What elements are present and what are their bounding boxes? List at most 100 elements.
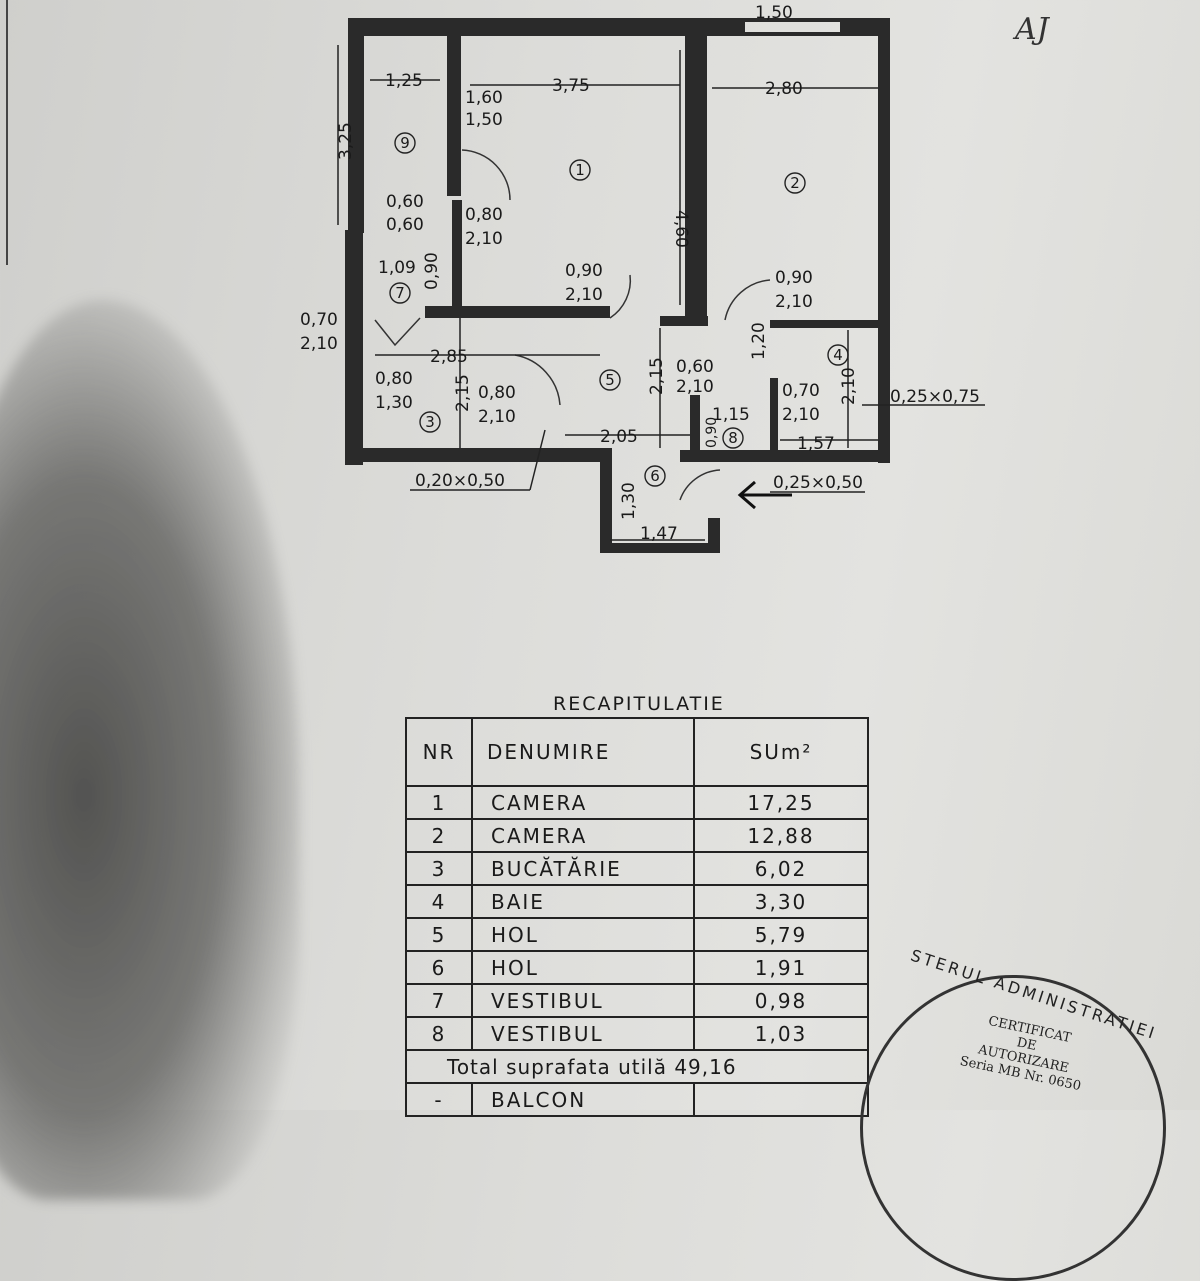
recap-title: RECAPITULATIE [553,693,725,715]
dim-label: 0,25×0,50 [773,473,863,493]
room-number-1: 1 [575,161,585,179]
dim-label: 0,60 [676,357,714,377]
dim-label: 2,15 [453,374,473,412]
dim-label: 2,05 [600,427,638,447]
row-area [693,1082,869,1117]
dim-label: 2,85 [430,347,468,367]
paper-edge [6,0,8,265]
signature: AJ [1015,12,1049,47]
dim-label: 2,15 [647,357,667,395]
row-nr: - [405,1082,473,1117]
row-name: HOL [471,950,695,985]
header-area: SUm² [693,717,869,787]
dim-label: 2,10 [775,292,813,312]
dim-label: 0,60 [386,192,424,212]
row-name: CAMERA [471,785,695,820]
dim-label: 1,50 [755,3,793,23]
room-number-9: 9 [400,134,410,152]
row-name: BUCĂTĂRIE [471,851,695,886]
header-nr: NR [405,717,473,787]
row-nr: 7 [405,983,473,1018]
row-name: VESTIBUL [471,1016,695,1051]
table-row: -BALCON [405,1082,869,1117]
dim-label: 2,10 [839,367,859,405]
dim-label: 0,90 [565,261,603,281]
dim-label: 0,25×0,75 [890,387,980,407]
header-name: DENUMIRE [471,717,695,787]
row-area: 1,91 [693,950,869,985]
dim-label: 2,10 [565,285,603,305]
dim-label: 0,90 [704,417,720,448]
dim-label: 1,60 [465,88,503,108]
entrance-arrow [737,480,792,510]
dim-label: 1,20 [749,322,769,360]
row-nr: 1 [405,785,473,820]
dim-label: 3,75 [552,76,590,96]
row-name: HOL [471,917,695,952]
room-number-7: 7 [395,284,405,302]
dimension-lines [337,45,985,541]
row-name: CAMERA [471,818,695,853]
row-area: 12,88 [693,818,869,853]
dim-label: 1,50 [465,110,503,130]
row-area: 17,25 [693,785,869,820]
row-area: 6,02 [693,851,869,886]
dim-label: 0,70 [782,381,820,401]
row-name: BALCON [471,1082,695,1117]
dim-label: 1,25 [385,71,423,91]
row-nr: 4 [405,884,473,919]
dim-label: 2,10 [300,334,338,354]
dim-label: 0,20×0,50 [415,471,505,491]
dim-label: 1,30 [375,393,413,413]
total-row: Total suprafata utilă 49,16 [405,1049,869,1084]
row-name: VESTIBUL [471,983,695,1018]
dim-label: 0,80 [465,205,503,225]
room-number-8: 8 [728,429,738,447]
dim-label: 2,10 [465,229,503,249]
dim-label: 1,15 [712,405,750,425]
dim-label: 0,80 [478,383,516,403]
room-number-2: 2 [790,174,800,192]
dim-label: 2,10 [478,407,516,427]
dim-label: 1,09 [378,258,416,278]
row-area: 1,03 [693,1016,869,1051]
row-area: 3,30 [693,884,869,919]
dim-label: 4,60 [671,210,691,248]
room-numbers [389,132,849,487]
row-nr: 6 [405,950,473,985]
row-nr: 8 [405,1016,473,1051]
table-header-row: NR DENUMIRE SUm² [405,717,869,787]
room-number-3: 3 [425,413,435,431]
row-nr: 5 [405,917,473,952]
signature-text: AJ [1015,12,1049,47]
dim-label: 2,10 [782,405,820,425]
row-area: 0,98 [693,983,869,1018]
dim-label: 3,25 [336,122,356,160]
dim-label: 0,60 [386,215,424,235]
dim-label: 0,80 [375,369,413,389]
row-area: 5,79 [693,917,869,952]
room-number-5: 5 [605,371,615,389]
dim-label: 1,47 [640,524,678,544]
walls [345,18,890,553]
dim-label: 2,80 [765,79,803,99]
room-number-4: 4 [833,346,843,364]
door-swings [374,149,771,501]
dim-label: 0,90 [422,252,442,290]
dim-label: 2,10 [676,377,714,397]
row-nr: 3 [405,851,473,886]
floor-plan: 9 1 2 7 4 5 3 8 6 1,50 1,25 3,75 2,80 1,… [300,3,985,553]
total-label: Total suprafata utilă 49,16 [405,1049,869,1084]
dim-label: 0,70 [300,310,338,330]
row-name: BAIE [471,884,695,919]
dim-label: 0,90 [775,268,813,288]
